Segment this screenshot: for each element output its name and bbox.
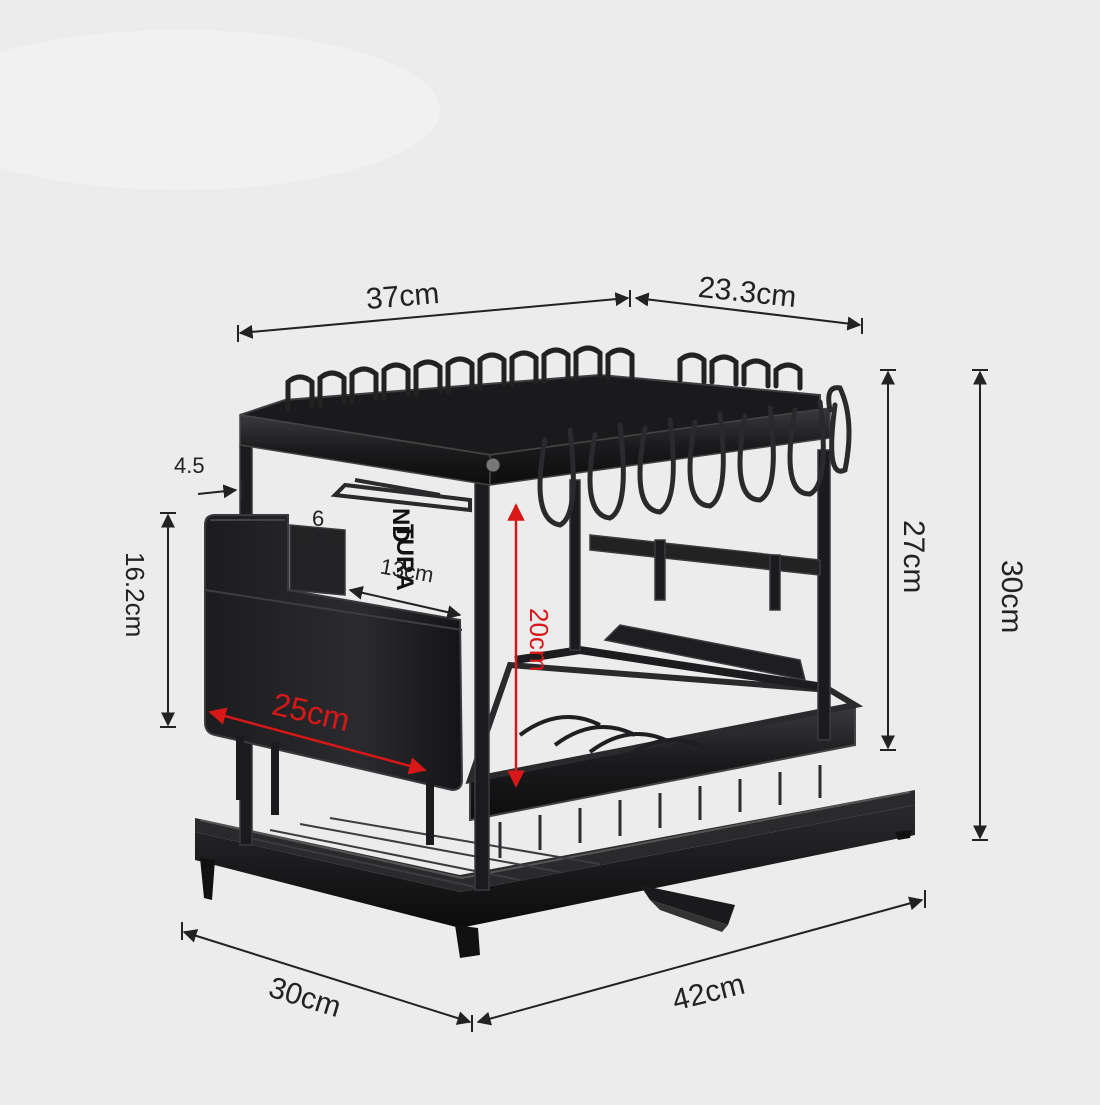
upper-dish-rack: [239, 345, 852, 528]
label-rack-height: 27cm: [897, 520, 930, 594]
embossed-brand-text-2: ND: [387, 508, 414, 543]
dimension-lines: [160, 290, 988, 1032]
label-top-length: 37cm: [364, 276, 441, 317]
label-caddy-height: 16.2cm: [120, 552, 150, 638]
label-total-height: 30cm: [995, 560, 1028, 634]
label-caddy-offset: 4.5: [174, 453, 205, 478]
label-caddy-slot: 6: [312, 506, 325, 531]
background-highlight: [0, 30, 440, 190]
lower-basket: [465, 645, 864, 858]
drip-tray: [195, 790, 915, 958]
label-cup-clearance: 20cm: [524, 608, 554, 672]
highlight-dimension-lines: [208, 503, 525, 788]
